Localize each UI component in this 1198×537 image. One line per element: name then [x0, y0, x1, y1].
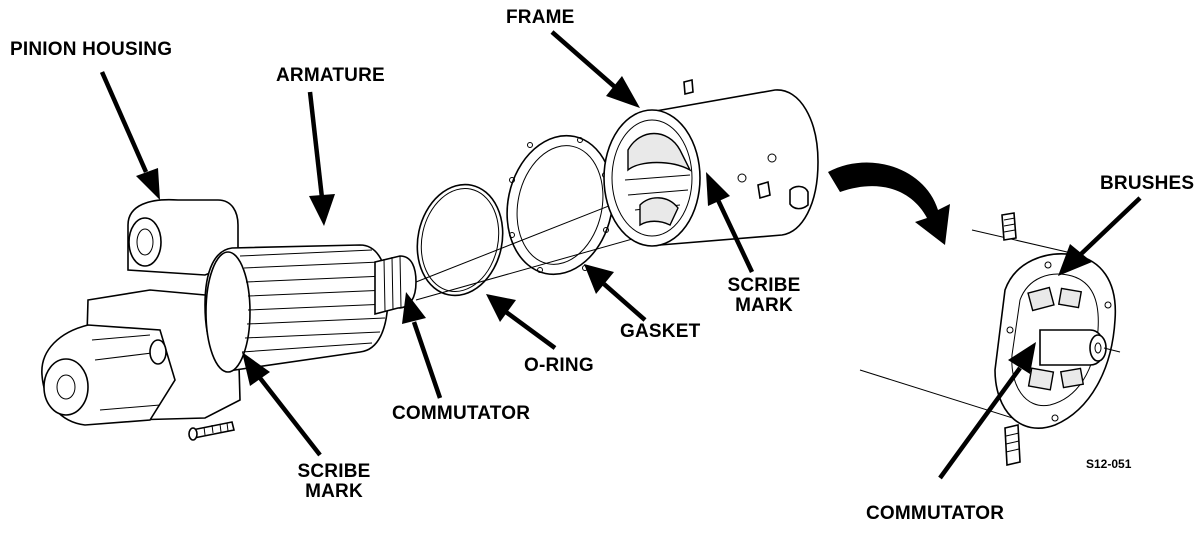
label-scribe-mark-frame-line2: MARK	[735, 294, 793, 316]
o-ring	[416, 183, 504, 297]
label-scribe-mark-frame-line1: SCRIBE	[727, 275, 801, 296]
label-scribe-mark-frame: SCRIBE MARK	[726, 276, 802, 316]
label-pinion-housing: PINION HOUSING	[10, 39, 173, 60]
label-scribe-mark-armature-line2: MARK	[305, 480, 363, 502]
label-scribe-mark-armature-line1: SCRIBE	[297, 461, 371, 482]
label-brushes: BRUSHES	[1100, 173, 1195, 194]
label-gasket: GASKET	[620, 321, 701, 342]
label-commutator-left: COMMUTATOR	[392, 403, 531, 424]
frame	[603, 78, 819, 247]
label-commutator-right: COMMUTATOR	[866, 503, 1005, 524]
label-frame: FRAME	[506, 7, 575, 28]
figure-code: S12-051	[1086, 457, 1132, 471]
gasket	[506, 134, 614, 276]
pinion-housing	[41, 198, 241, 441]
leader-arrows	[99, 30, 1142, 480]
label-armature: ARMATURE	[276, 65, 385, 86]
curved-arrow	[828, 162, 950, 245]
label-o-ring: O-RING	[524, 355, 594, 376]
label-scribe-mark-armature: SCRIBE MARK	[296, 462, 372, 502]
brush-end-plate	[859, 212, 1121, 466]
